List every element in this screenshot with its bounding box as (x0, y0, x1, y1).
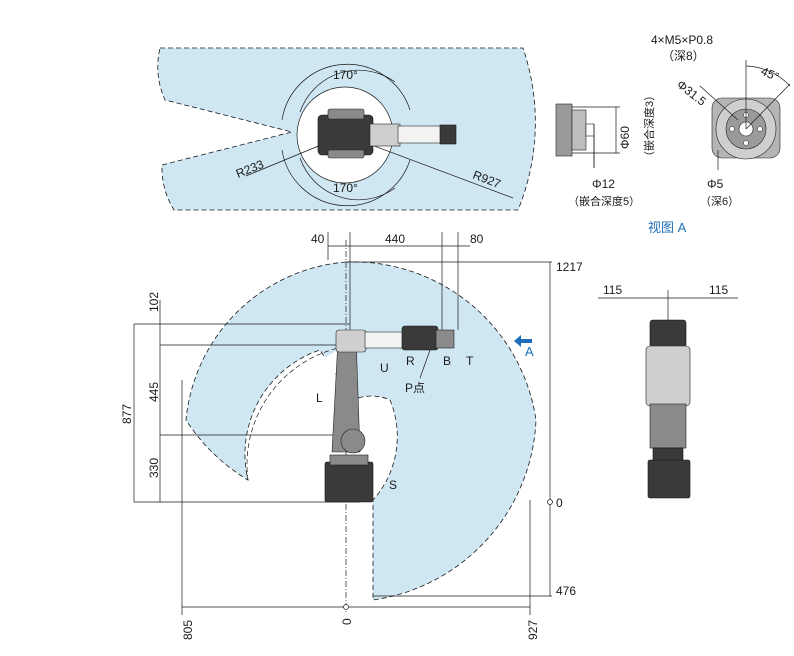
side-view-work-envelope (185, 261, 537, 601)
dim-front-right: 115 (709, 283, 728, 297)
view-a-caption: 视图 A (648, 220, 687, 235)
axis-b: B (443, 354, 451, 368)
axis-l: L (316, 391, 323, 405)
axis-s: S (389, 478, 397, 492)
dim-bottom-3: 927 (526, 620, 540, 640)
dim-left-4: 330 (147, 458, 161, 478)
dim-left-1: 102 (147, 292, 161, 312)
axis-u: U (380, 361, 389, 375)
hole-depth: （深8） (662, 49, 705, 63)
view-a-arrow-icon (514, 335, 532, 347)
hole-spec: 4×M5×P0.8 (651, 33, 713, 47)
flange-outer-dia: Φ60 (618, 126, 632, 149)
bottom-angle-arc-outer (281, 149, 411, 207)
dim-top-3: 80 (470, 232, 484, 246)
dim-bottom-2: 0 (340, 618, 354, 625)
angle-label: 45° (759, 64, 781, 84)
flange-bore-depth: （嵌合深度5） (568, 194, 640, 208)
flange-bore-dia: Φ12 (592, 177, 615, 191)
dim-top-2: 440 (385, 232, 405, 246)
axis-t: T (466, 354, 474, 368)
dim-right-1: 1217 (556, 260, 583, 274)
dim-bottom-1: 805 (181, 620, 195, 640)
front-view-robot (645, 319, 691, 499)
axis-r: R (406, 354, 415, 368)
side-view-robot (324, 325, 455, 503)
side-view: 40 440 80 102 445 877 330 1217 0 476 805… (120, 232, 583, 640)
pin-depth: （深6） (700, 195, 739, 208)
dim-top-1: 40 (311, 232, 325, 246)
bottom-angle-label: 170° (333, 181, 358, 195)
dim-left-3: 877 (120, 404, 134, 424)
top-view-robot (317, 108, 457, 159)
flange-outer-depth: （嵌合深度3） (642, 90, 656, 162)
pin-dia: Φ5 (707, 177, 724, 191)
dim-left-2: 445 (147, 382, 161, 402)
p-point-label: P点 (405, 381, 425, 395)
dim-right-3: 476 (556, 584, 576, 598)
top-angle-arc-outer (281, 63, 411, 121)
view-a-arrow-label: A (525, 344, 534, 359)
front-view: 115 115 (598, 283, 738, 499)
dim-front-left: 115 (603, 283, 622, 297)
top-angle-label: 170° (333, 68, 358, 82)
bottom-angle-arc (299, 157, 396, 201)
top-angle-arc (299, 69, 396, 113)
flange-side-view: Φ60 （嵌合深度3） Φ12 （嵌合深度5） (555, 90, 656, 208)
flange-face-view: 4×M5×P0.8 （深8） Φ31.5 45° Φ5 （深6） 视图 A (648, 33, 791, 235)
top-view: 170° 170° R233 R927 (157, 47, 536, 211)
pcd-label: Φ31.5 (674, 77, 709, 109)
dim-right-2: 0 (556, 496, 563, 510)
